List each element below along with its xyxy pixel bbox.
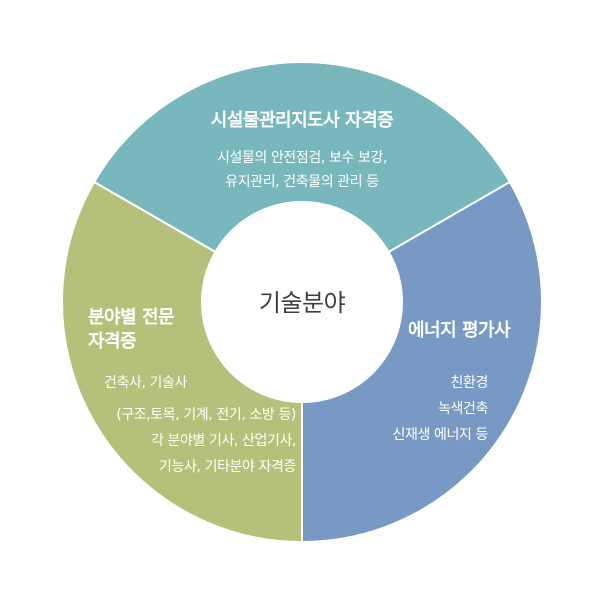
center-label: 기술분야 bbox=[258, 289, 346, 317]
segment-right-line: 신재생 에너지 등 bbox=[392, 427, 489, 443]
segment-left-title-line: 자격증 bbox=[88, 331, 137, 352]
segment-right-title: 에너지 평가사 bbox=[408, 320, 511, 341]
segment-left-body: 건축사, 기술사 (구조,토목, 기계, 전기, 소방 등) 각 분야별 기사,… bbox=[90, 370, 296, 480]
segment-left-title: 분야별 전문 자격증 bbox=[88, 306, 228, 354]
segment-right-line: 친환경 bbox=[450, 375, 489, 391]
segment-top-line: 시설물의 안전점검, 보수 보강, bbox=[216, 150, 387, 166]
center-circle bbox=[202, 202, 402, 402]
segment-top-body: 시설물의 안전점검, 보수 보강, 유지관리, 건축물의 관리 등 bbox=[152, 146, 452, 194]
segment-left-line: 건축사, 기술사 bbox=[104, 375, 187, 391]
segment-left-title-line: 분야별 전문 bbox=[88, 307, 175, 328]
segment-right-line: 녹색건축 bbox=[438, 401, 488, 417]
segment-top-line: 유지관리, 건축물의 관리 등 bbox=[225, 174, 379, 190]
segment-left-line: (구조,토목, 기계, 전기, 소방 등) bbox=[116, 407, 296, 423]
segment-left-line: 각 분야별 기사, 산업기사, bbox=[150, 433, 296, 449]
segment-right-body: 친환경 녹색건축 신재생 에너지 등 bbox=[348, 370, 489, 448]
segment-left-line: 기능사, 기타분야 자격증 bbox=[159, 459, 296, 475]
segment-top-title: 시설물관리지도사 자격증 bbox=[210, 110, 394, 131]
